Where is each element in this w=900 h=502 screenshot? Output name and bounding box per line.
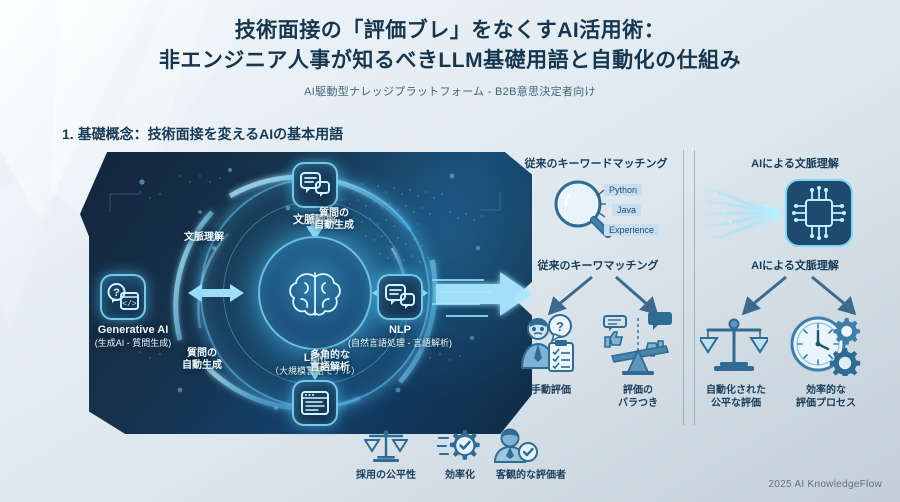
analysis-output-node[interactable] (292, 380, 338, 426)
brain-icon (289, 272, 341, 316)
document-window-icon (301, 391, 329, 415)
generative-ai-node[interactable]: ? </> (100, 274, 146, 320)
page-title-line2: 非エンジニア人事が知るべきLLM基礎用語と自動化の仕組み (158, 49, 742, 72)
context-understanding-label: 文脈理解 (293, 214, 337, 226)
tag-java: Java (612, 204, 642, 216)
svg-text:</>: </> (122, 300, 137, 309)
flow-label-lower-left: 質問の 自動生成 (182, 348, 222, 371)
evaluation-variance-caption: 評価の バラつき (618, 385, 658, 409)
efficient-process-caption: 効率的な 評価プロセス (796, 385, 856, 409)
flow-label-upper-right: 質問の 自動生成 (314, 208, 354, 231)
generative-ai-label: Generative AI (生成AI - 質問生成) (94, 324, 172, 348)
diverging-arrows-right (741, 275, 857, 315)
ai-caption: AIによる文脈理解 (751, 260, 839, 272)
person-check-icon (493, 428, 538, 463)
traditional-heading: 従来のキーワードマッチング (524, 158, 668, 170)
benefit-caption-fairness: 採用の公平性 (356, 470, 416, 481)
clock-gears-icon (790, 316, 861, 376)
context-understanding-node[interactable] (292, 162, 338, 208)
page-header: 技術面接の「評価ブレ」をなくすAI活用術： 非エンジニア人事が知るべきLLM基礎… (0, 16, 900, 99)
llm-center-node[interactable] (258, 236, 372, 350)
ai-heading: AIによる文脈理解 (751, 158, 839, 170)
footer-text: 2025 AI KnowledgeFlow (768, 479, 882, 490)
automated-fair-evaluation-caption: 自動化された 公平な評価 (706, 385, 766, 409)
flow-label-upper-left: 文脈理解 (184, 232, 224, 243)
chat-bubbles-icon (385, 284, 415, 309)
tag-python: Python (604, 184, 643, 196)
chat-bubbles-icon (300, 172, 330, 197)
unbalanced-scale-icon (603, 312, 672, 375)
keyword-tags: Python Java Experience (604, 180, 660, 238)
page-title-line1: 技術面接の「評価ブレ」をなくすAI活用術： (234, 19, 666, 42)
question-code-icon: ? </> (107, 283, 139, 310)
divider-left (694, 150, 695, 425)
nlp-node[interactable] (377, 274, 423, 320)
person-clipboard-question-icon: ? (520, 314, 574, 372)
divider-right (683, 150, 684, 425)
flow-label-lower-right: 多角的な 言語解析 (310, 350, 350, 373)
section-heading: 1. 基礎概念：技術面接を変えるAIの基本用語 (62, 126, 344, 142)
gear-check-icon (437, 430, 480, 460)
manual-evaluation-caption: 手動評価 (531, 385, 571, 396)
traditional-caption: 従来のキーワマッチング (537, 260, 659, 272)
benefit-caption-efficiency: 効率化 (445, 470, 475, 481)
scale-icon (364, 430, 408, 462)
diverging-arrows-left (547, 275, 659, 315)
ai-concept-diagram: ? </> 文脈理解 Gener (80, 152, 532, 434)
tag-experience: Experience (604, 224, 660, 236)
llm-label: LLM （大規模言語モデル） (269, 352, 360, 376)
svg-text:?: ? (556, 319, 564, 334)
nlp-label: NLP (自然言語処理 - 言語解析) (348, 324, 452, 348)
cpu-chip-icon (701, 179, 853, 247)
benefit-caption-objective: 客観的な評価者 (496, 470, 566, 481)
svg-text:?: ? (113, 287, 120, 299)
balanced-scale-icon (700, 318, 768, 371)
page-subtitle: AI駆動型ナレッジプラットフォーム - B2B意思決定者向け (304, 86, 596, 98)
